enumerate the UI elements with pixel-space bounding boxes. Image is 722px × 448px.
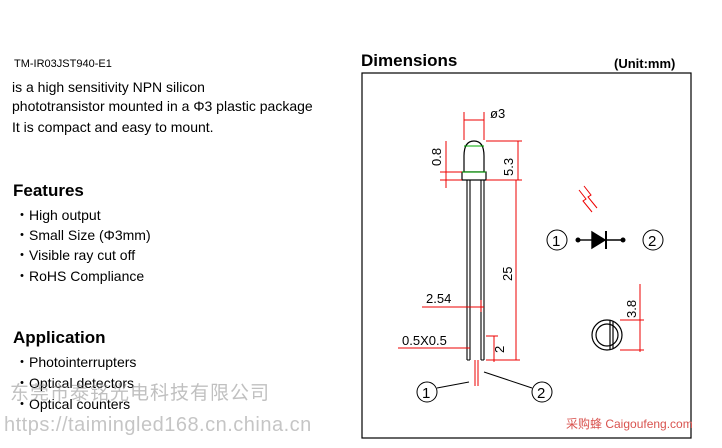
feature-item: ・Visible ray cut off — [15, 247, 136, 263]
application-item: ・Optical detectors — [15, 375, 135, 391]
height-label: 5.3 — [501, 158, 516, 176]
lead-gap-label: 2 — [492, 346, 507, 353]
pin2-circle-symbol — [642, 229, 664, 251]
feature-item: ・RoHS Compliance — [15, 268, 145, 284]
feature-item: ・High output — [15, 207, 101, 223]
svg-text:2: 2 — [648, 233, 656, 250]
description-line-2: phototransistor mounted in a Φ3 plastic … — [12, 98, 313, 114]
features-heading: Features — [13, 181, 84, 200]
svg-text:1: 1 — [422, 385, 430, 402]
led-flange — [461, 171, 487, 181]
light-arrows — [578, 185, 598, 213]
pitch-label: 2.54 — [426, 291, 451, 306]
pin1-circle-bottom — [416, 381, 438, 403]
led-dome — [463, 140, 485, 173]
application-heading: Application — [13, 328, 106, 347]
application-item: ・Photointerrupters — [15, 354, 137, 370]
description-line-3: It is compact and easy to mount. — [12, 119, 214, 135]
application-item: ・Optical counters — [15, 396, 131, 412]
description-line-1: is a high sensitivity NPN silicon — [12, 79, 205, 95]
unit-label: (Unit:mm) — [614, 56, 676, 71]
side-view-inner — [595, 323, 619, 347]
pin1-circle-symbol — [546, 229, 568, 251]
svg-text:2: 2 — [537, 385, 545, 402]
top-label: 0.8 — [429, 148, 444, 166]
lead-2 — [480, 180, 485, 360]
feature-item: ・Small Size (Φ3mm) — [15, 227, 151, 243]
drawing-frame — [361, 72, 692, 439]
watermark-site: 采购蜂 Caigoufeng.com — [566, 417, 693, 431]
dia-label: ø3 — [490, 106, 505, 121]
part-number: TM-IR03JST940-E1 — [14, 58, 112, 70]
lead-length-label: 25 — [500, 267, 515, 281]
pin2-circle-bottom — [531, 381, 553, 403]
dimensions-title: Dimensions — [361, 51, 458, 70]
lead-size-label: 0.5X0.5 — [402, 333, 447, 348]
side-view-dims — [620, 284, 644, 352]
diode-symbol — [575, 230, 626, 250]
watermark-url: https://taimingled168.cn.china.cn — [4, 414, 312, 436]
svg-text:1: 1 — [552, 233, 560, 250]
lead-1 — [466, 180, 471, 360]
watermark-company: 东莞市泰铭光电科技有限公司 — [10, 383, 271, 404]
side-height-label: 3.8 — [624, 300, 639, 318]
